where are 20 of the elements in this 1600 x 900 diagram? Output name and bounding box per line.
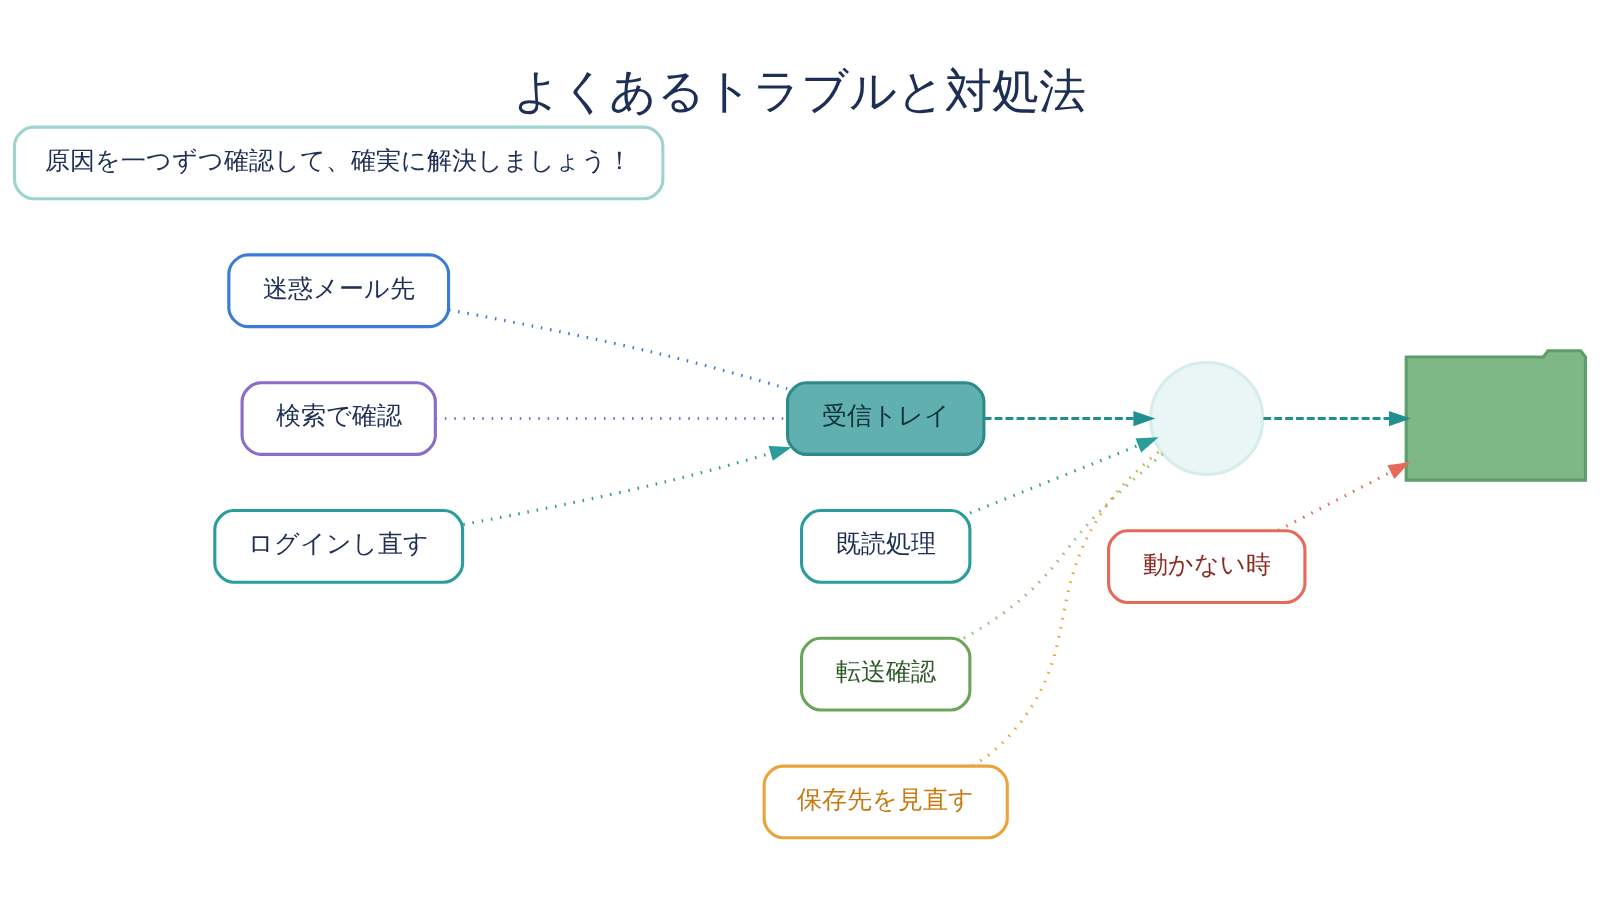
arrow (1263, 410, 1411, 426)
node-box: 迷惑メール先 (227, 252, 451, 328)
node-folder (1404, 348, 1587, 482)
node-circle (1149, 360, 1265, 476)
node-box: 受信トレイ (785, 380, 986, 456)
node-box: 原因を一つずつ確認して、確実に解決しましょう！ (13, 125, 665, 200)
node-box: 動かない時 (1107, 528, 1307, 604)
node-box: 転送確認 (800, 636, 972, 712)
connector (971, 448, 1162, 767)
diagram-title: よくあるトラブルと対処法 (513, 63, 1087, 118)
node-box: 保存先を見直す (762, 764, 1009, 839)
arrow (983, 410, 1156, 426)
node-box: ログインし直す (213, 508, 465, 584)
arrow (1277, 461, 1411, 532)
connector (448, 307, 788, 390)
arrow (969, 436, 1159, 515)
connector (963, 452, 1164, 640)
node-box: 既読処理 (800, 508, 972, 584)
node-box: 検索で確認 (240, 380, 437, 456)
arrow (463, 445, 792, 526)
